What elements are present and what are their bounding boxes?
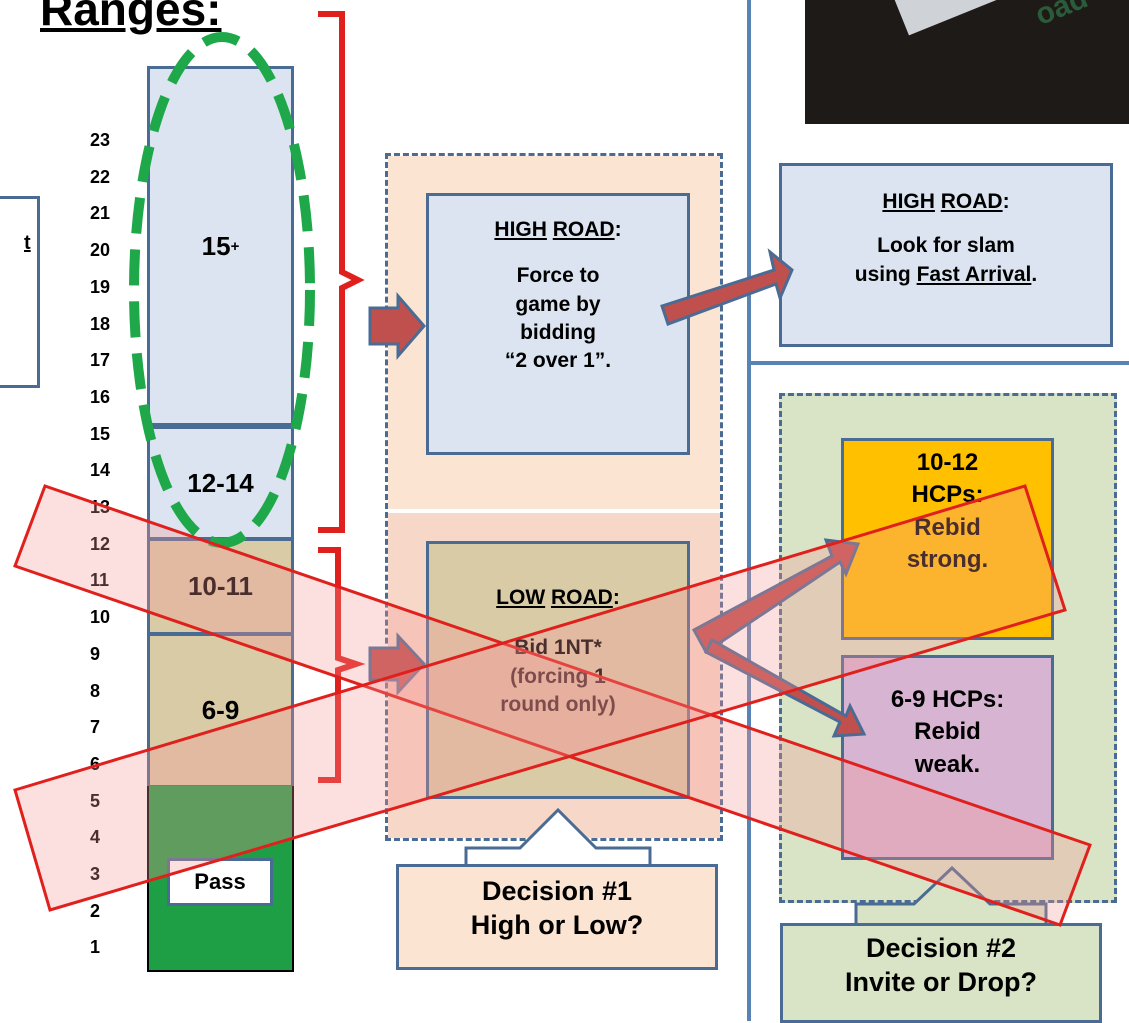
high-road-line: bidding xyxy=(520,321,596,345)
range-15-sup: + xyxy=(230,237,240,255)
high-road-2-heading: HIGH ROAD: xyxy=(782,188,1110,216)
range-15-plus: 15+ xyxy=(147,66,294,426)
hcp-tick-label: 7 xyxy=(90,717,101,738)
hcp-tick-label: 12 xyxy=(90,534,126,555)
slam-pre: using xyxy=(854,262,917,286)
arrow-to-slam xyxy=(660,248,794,326)
cross-out-band-2 xyxy=(13,484,1067,912)
arrow-to-strong xyxy=(691,538,861,655)
rebid-weak-card: 6-9 HCPs: Rebid weak. xyxy=(841,655,1054,860)
hcp-tick-label: 20 xyxy=(90,240,111,261)
road-word: ROAD xyxy=(550,586,613,609)
pass-label: Pass xyxy=(167,858,273,906)
range-12-14-label: 12-14 xyxy=(187,467,254,498)
decision2-line: Invite or Drop? xyxy=(844,966,1037,997)
hcp-tick-label: 2 xyxy=(90,900,101,921)
hcp-tick-label: 18 xyxy=(90,313,111,334)
colon: : xyxy=(612,586,620,609)
column-divider xyxy=(747,0,751,1021)
strong-line: Rebid xyxy=(844,512,1051,544)
left-note-text: t xyxy=(24,232,31,254)
high-road-line: Force to xyxy=(516,264,600,288)
low-road-heading: LOW ROAD: xyxy=(429,584,687,612)
low-range-bracket xyxy=(318,547,366,783)
left-note-box xyxy=(0,196,40,388)
slam-line: Look for slam xyxy=(877,234,1015,258)
hcp-tick-label: 9 xyxy=(90,643,101,664)
hcp-tick-label: 8 xyxy=(90,680,101,701)
slam-line-2: using Fast Arrival. xyxy=(782,261,1110,289)
hcp-tick-label: 16 xyxy=(90,386,111,407)
slam-post: . xyxy=(1031,262,1038,286)
rebid-strong-card: 10-12 HCPs: Rebid strong. xyxy=(841,438,1054,640)
colon: : xyxy=(614,218,622,241)
row-divider xyxy=(750,361,1129,365)
page-title: Ranges: xyxy=(40,0,222,35)
road-word: ROAD xyxy=(940,190,1003,213)
hcp-tick-label: 10 xyxy=(90,607,111,628)
hcp-tick-label: 21 xyxy=(90,203,111,224)
arrow-to-weak xyxy=(703,637,867,738)
weak-line: Rebid xyxy=(914,718,981,746)
hcp-tick-label: 3 xyxy=(90,864,126,885)
hcp-tick-label: 1 xyxy=(90,937,101,958)
decision2-pointer xyxy=(854,865,1048,923)
high-road-line: game by xyxy=(515,292,601,316)
hcp-tick-label: 15 xyxy=(90,423,111,444)
hcp-tick-label: 14 xyxy=(90,460,111,481)
high-range-ellipse xyxy=(129,32,315,548)
decision2-line: Decision #2 xyxy=(865,933,1017,963)
high-word: HIGH xyxy=(882,190,935,213)
hcp-tick-label: 17 xyxy=(90,350,111,371)
low-road-line: round only) xyxy=(429,691,687,719)
weak-line: weak. xyxy=(914,750,981,778)
decision1-pointer xyxy=(464,807,652,864)
cross-out-band-1 xyxy=(13,484,1092,927)
hcp-tick-label: 22 xyxy=(90,166,111,187)
decision1-line: High or Low? xyxy=(470,909,644,940)
decision2-box: Decision #2 Invite or Drop? xyxy=(780,923,1102,1023)
range-10-11-label: 10-11 xyxy=(188,571,253,602)
high-road-slam-card: HIGH ROAD: Look for slam using Fast Arri… xyxy=(779,163,1113,347)
arrow-to-high-road xyxy=(368,291,426,361)
strong-line: 10-12 xyxy=(916,449,979,476)
high-road-line: “2 over 1”. xyxy=(504,349,612,373)
strong-line: strong. xyxy=(844,544,1051,576)
range-15-label: 15 xyxy=(201,230,231,261)
hcp-tick-label: 5 xyxy=(90,791,126,812)
hcp-tick-label: 6 xyxy=(90,753,101,774)
decision1-line: Decision #1 xyxy=(481,876,633,906)
hcp-tick-label: 4 xyxy=(90,827,126,848)
low-word: LOW xyxy=(496,586,546,609)
high-word: HIGH xyxy=(494,218,547,241)
road-word: ROAD xyxy=(552,218,615,241)
high-road-heading: HIGH ROAD: xyxy=(429,216,687,244)
range-6-9-label: 6-9 xyxy=(201,695,240,725)
road-sign-photo: oad xyxy=(805,0,1129,124)
strong-line: HCPs: xyxy=(911,481,984,509)
weak-line: 6-9 HCPs: xyxy=(890,686,1005,713)
high-range-bracket xyxy=(318,11,365,533)
colon: : xyxy=(1002,190,1010,213)
low-road-card: LOW ROAD: Bid 1NT* (forcing 1 round only… xyxy=(426,541,690,799)
hcp-tick-label: 11 xyxy=(90,570,126,591)
decision1-box: Decision #1 High or Low? xyxy=(396,864,718,970)
range-6-9: 6-9 xyxy=(147,633,294,788)
high-road-card: HIGH ROAD: Force to game by bidding “2 o… xyxy=(426,193,690,455)
fast-arrival-text: Fast Arrival xyxy=(916,262,1032,286)
hcp-tick-label: 23 xyxy=(90,130,111,150)
hcp-tick-label: 19 xyxy=(90,276,111,297)
